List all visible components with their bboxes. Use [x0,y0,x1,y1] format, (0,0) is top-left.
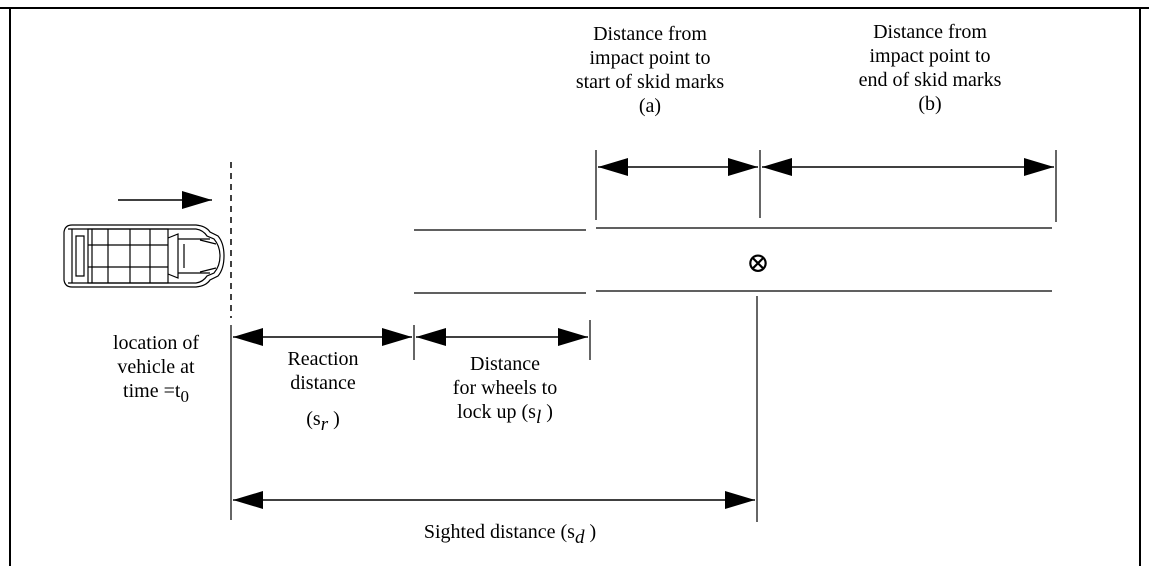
label-sighted-distance: Sighted distance (sd ) [360,520,660,548]
label-lockup-text: lock up (s [457,401,536,423]
label-reaction-distance: Reaction distance (sr ) [258,347,388,435]
label-time-text: time =t [123,380,181,402]
label-sighted-text: Sighted distance (s [423,521,575,543]
extension-lines [230,150,1057,522]
label-lockup-line1: Distance [470,353,540,375]
label-vehicle-location-line2: vehicle at [117,356,195,378]
label-reaction-symbol: (sr ) [258,407,388,435]
label-skid-end-line2: impact point to [869,45,991,67]
label-vehicle-location: location of vehicle at time =t0 [66,331,246,406]
label-vehicle-location-line3: time =t0 [66,379,246,406]
label-lockup-line3: lock up (sl ) [420,400,590,428]
skid-marks [414,227,1052,294]
label-skid-end-line1: Distance from [873,21,987,43]
label-sighted-close: ) [584,521,597,543]
label-skid-start-line3: start of skid marks [575,71,725,93]
label-skid-end-line4: (b) [918,93,942,115]
label-reaction-sym-close: ) [328,408,340,430]
label-reaction-sym-sub: r [320,414,329,435]
car-top-view-icon [63,224,225,288]
label-reaction-line2: distance [290,372,356,394]
label-skid-start-line1: Distance from [593,23,707,45]
label-skid-end: Distance from impact point to end of ski… [810,20,1050,116]
label-lockup-distance: Distance for wheels to lock up (sl ) [420,352,590,428]
label-lockup-close: ) [541,401,553,423]
impact-point-symbol: ⊗ [746,248,770,279]
label-skid-end-line3: end of skid marks [858,69,1002,91]
figure-frame [0,7,1149,566]
label-lockup-line2: for wheels to [452,377,558,399]
label-skid-start-line2: impact point to [589,47,711,69]
label-lockup-sub: l [535,407,542,428]
label-reaction-sym-open: (s [306,408,321,430]
label-skid-start-line4: (a) [638,95,662,117]
label-reaction-line1: Reaction [287,348,359,370]
label-vehicle-location-line1: location of [112,332,200,354]
label-skid-start: Distance from impact point to start of s… [530,22,770,118]
label-time-subscript: 0 [180,387,189,406]
label-sighted-sub: d [574,527,585,548]
